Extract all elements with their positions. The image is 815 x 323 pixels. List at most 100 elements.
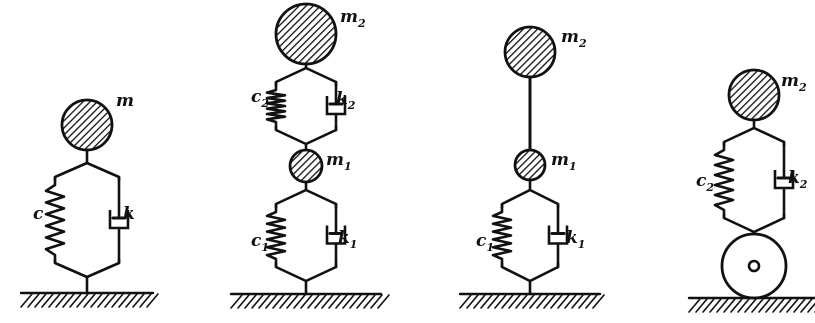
ground-hatch (118, 293, 131, 308)
ground-hatch (515, 294, 528, 309)
model-3 (458, 25, 605, 309)
spring-label-c2: c2 (251, 87, 269, 110)
ground-hatch (90, 293, 103, 308)
mass-label-m: m (116, 91, 134, 111)
ground-hatch (230, 294, 243, 309)
ground-hatch (272, 294, 285, 309)
ground-hatch (370, 294, 383, 309)
suspension-unit (713, 126, 795, 234)
ground-hatch (321, 294, 334, 309)
ground-hatch (508, 294, 521, 309)
spring-c1-b (491, 204, 513, 267)
spring-label-c1: c1 (251, 231, 269, 254)
ground-hatch (807, 302, 815, 313)
ground-hatch (585, 294, 598, 309)
ground-hatch (328, 294, 341, 309)
damper-label-k2-c: k2 (788, 168, 808, 191)
ground-hatch (772, 298, 785, 313)
ground-hatch (293, 294, 306, 309)
damper-label-k1-b: k1 (566, 228, 585, 251)
ground-hatch (480, 294, 493, 309)
ground-hatch (279, 294, 292, 309)
ground-3 (458, 292, 605, 309)
ground-hatch (709, 298, 722, 313)
ground-hatch (146, 293, 159, 308)
ground-hatch (529, 294, 542, 309)
damper-k1 (325, 202, 347, 269)
ground-hatch (286, 294, 299, 309)
suspension-unit (265, 188, 347, 283)
spring-c1 (265, 204, 287, 267)
spring-c2-c (713, 142, 735, 218)
ground-hatch (244, 294, 257, 309)
ground-hatch (578, 294, 591, 309)
mass-m (60, 98, 114, 152)
ground-hatch (459, 294, 472, 309)
ground-hatch (62, 293, 75, 308)
ground-hatch (793, 298, 806, 313)
ground-hatch (765, 298, 778, 313)
ground-hatch (349, 294, 362, 309)
suspension-unit (44, 161, 130, 279)
ground-hatch (723, 298, 736, 313)
ground-hatch (111, 293, 124, 308)
ground-hatch (737, 298, 750, 313)
ground-hatch (522, 294, 535, 309)
mass-m1-b (513, 148, 547, 182)
ground-hatch (139, 293, 152, 308)
ground-hatch (730, 298, 743, 313)
ground-2 (229, 292, 390, 309)
mass-label-m1: m1 (326, 150, 352, 173)
ground-hatch (466, 294, 479, 309)
ground-hatch (265, 294, 278, 309)
ground-hatch (48, 293, 61, 308)
damper-k (108, 175, 130, 265)
spring-label-c2-c: c2 (696, 171, 714, 194)
wheel-axle (747, 259, 761, 273)
ground-hatch (688, 298, 701, 313)
ground-hatch (97, 293, 110, 308)
ground-hatch (307, 294, 320, 309)
mass-m2-b (503, 25, 557, 79)
ground-hatch (377, 294, 390, 309)
ground-hatch (758, 298, 771, 313)
ground-hatch (356, 294, 369, 309)
ground-hatch (83, 293, 96, 308)
ground-hatch (237, 294, 250, 309)
ground-hatch (501, 294, 514, 309)
ground-hatch (27, 293, 40, 308)
ground-hatch (473, 294, 486, 309)
damper-label-k2: k2 (336, 89, 356, 112)
model-2 (229, 2, 390, 309)
ground-hatch (800, 298, 813, 313)
ground-hatch (34, 293, 47, 308)
suspension-unit (491, 188, 569, 283)
spring-c2 (265, 82, 287, 130)
ground-hatch (744, 298, 757, 313)
ground-hatch (342, 294, 355, 309)
ground-hatch (494, 294, 507, 309)
mass-label-m2-c: m2 (781, 71, 807, 94)
mass-m2-c (727, 68, 781, 122)
ground-hatch (41, 293, 54, 308)
ground-hatch (104, 293, 117, 308)
model-1 (19, 98, 159, 308)
ground-hatch (251, 294, 264, 309)
mass-label-m2-b: m2 (561, 27, 587, 50)
ground-hatch (536, 294, 549, 309)
ground-4 (687, 296, 815, 313)
ground-hatch (592, 294, 605, 309)
ground-hatch (564, 294, 577, 309)
ground-hatch (543, 294, 556, 309)
spring-c (44, 177, 66, 263)
mass-label-m1-b: m1 (551, 150, 577, 173)
damper-label-k: k (123, 204, 135, 224)
suspension-unit (265, 66, 347, 146)
ground-hatch (751, 298, 764, 313)
ground-hatch (125, 293, 138, 308)
ground-1 (19, 291, 159, 308)
ground-hatch (76, 293, 89, 308)
ground-hatch (300, 294, 313, 309)
ground-hatch (695, 298, 708, 313)
